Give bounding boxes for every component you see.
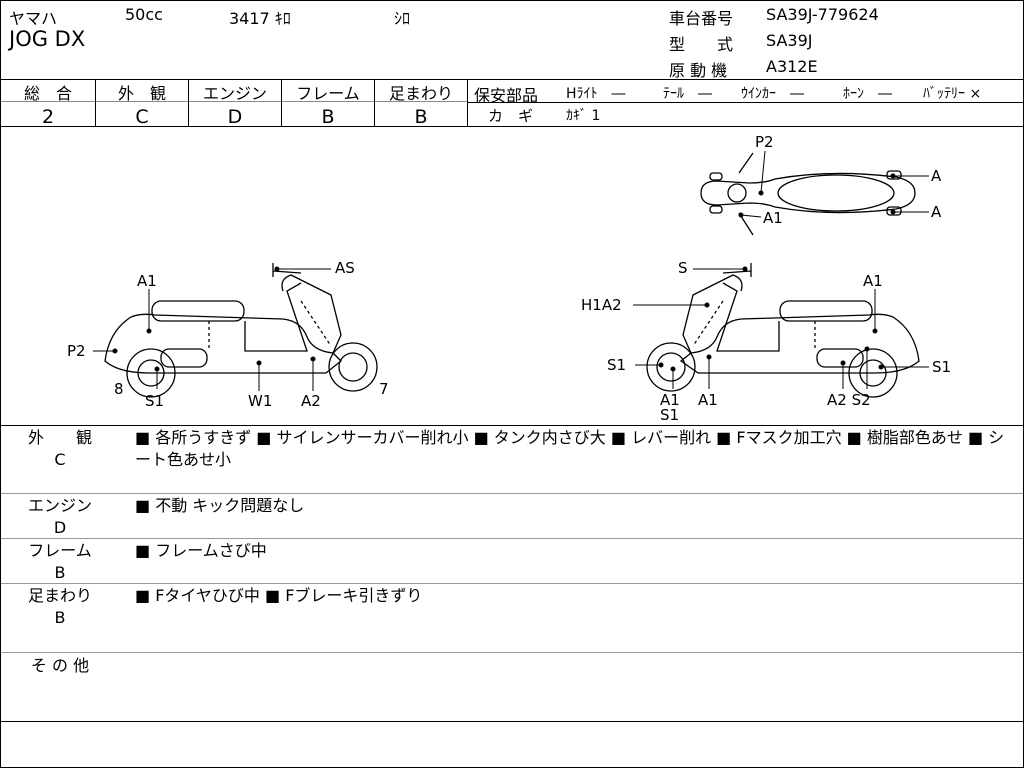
divider bbox=[1, 493, 1023, 494]
engine-code: A312E bbox=[766, 57, 818, 76]
diagram-label: S bbox=[678, 259, 688, 277]
rating-label: 外 観 bbox=[117, 84, 166, 103]
rating-label: エンジン bbox=[202, 84, 267, 103]
safety-winker: ｳｲﾝｶｰ ― bbox=[741, 86, 804, 102]
divider bbox=[1, 79, 1023, 80]
diagram-label: AS bbox=[335, 259, 355, 277]
safety-battery: ﾊﾞｯﾃﾘｰ × bbox=[923, 86, 982, 102]
model-label: 型 式 bbox=[669, 35, 734, 54]
rating-total: 総 合 2 bbox=[1, 80, 95, 128]
divider bbox=[1, 583, 1023, 584]
safety-headlight: Hﾗｲﾄ ― bbox=[566, 86, 626, 102]
remark-label: 足まわり bbox=[27, 586, 92, 605]
divider bbox=[281, 79, 282, 126]
divider bbox=[1, 652, 1023, 653]
remark-text: ■ 不動 キック問題なし bbox=[135, 496, 305, 515]
scooter-top-view bbox=[700, 152, 916, 236]
diagram-label: A2 bbox=[301, 392, 321, 410]
remark-grade: B bbox=[54, 563, 66, 582]
diagram-label: W1 bbox=[248, 392, 272, 410]
remark-exterior: 外 観 C ■ 各所うすきず ■ サイレンサーカバー削れ小 ■ タンク内さび大 … bbox=[1, 427, 1023, 493]
diagram-label: S1 bbox=[607, 356, 626, 374]
rating-label: フレーム bbox=[296, 84, 360, 103]
divider bbox=[467, 79, 468, 126]
rating-exterior: 外 観 C bbox=[96, 80, 188, 128]
remark-text: ■ Fタイヤひび中 ■ Fブレーキ引きずり bbox=[135, 586, 423, 605]
remark-grade: D bbox=[53, 518, 67, 537]
remark-engine: エンジン D ■ 不動 キック問題なし bbox=[1, 495, 1023, 537]
damage-diagram: P2 A A A1 A1 AS P2 8 S1 W1 A2 7 S A1 H1A… bbox=[67, 133, 951, 424]
diagram-label: A1 bbox=[698, 391, 718, 409]
diagram-label: A2 S2 bbox=[827, 391, 871, 409]
frame-no: SA39J-779624 bbox=[766, 5, 879, 24]
remark-grade: B bbox=[54, 608, 66, 627]
safety-taillight: ﾃｰﾙ ― bbox=[663, 86, 712, 102]
rating-value: B bbox=[321, 106, 335, 128]
remark-label: そ の 他 bbox=[30, 656, 90, 675]
diagram-label: A1 bbox=[763, 209, 783, 227]
scooter-right-view bbox=[646, 263, 920, 398]
remark-frame: フレーム B ■ フレームさび中 bbox=[1, 540, 1023, 582]
diagram-label: A1 bbox=[863, 272, 883, 290]
remark-suspension: 足まわり B ■ Fタイヤひび中 ■ Fブレーキ引きずり bbox=[1, 585, 1023, 651]
color: ｼﾛ bbox=[394, 9, 411, 28]
engine-label: 原 動 機 bbox=[669, 61, 728, 80]
rating-label: 総 合 bbox=[23, 84, 72, 103]
divider bbox=[1, 126, 1023, 127]
remark-label: エンジン bbox=[27, 496, 92, 515]
remark-text: ■ フレームさび中 bbox=[135, 541, 267, 560]
rating-label: 足まわり bbox=[388, 84, 453, 103]
mileage: 3417 ｷﾛ bbox=[229, 9, 291, 28]
diagram-label: S1 bbox=[932, 358, 951, 376]
model-code: SA39J bbox=[766, 31, 813, 50]
rating-suspension: 足まわり B bbox=[375, 80, 467, 128]
remark-label: 外 観 bbox=[27, 428, 92, 447]
rating-frame: フレーム B bbox=[282, 80, 374, 128]
key-label: カ ギ bbox=[488, 107, 534, 125]
diagram-label: A1 bbox=[137, 272, 157, 290]
diagram-label: A1 bbox=[660, 391, 680, 409]
key-value: ｶｷﾞ 1 bbox=[566, 108, 601, 124]
rating-engine: エンジン D bbox=[189, 80, 281, 128]
divider bbox=[1, 101, 468, 102]
maker: ヤマハ bbox=[9, 9, 58, 28]
rating-value: C bbox=[135, 106, 149, 128]
rating-value: B bbox=[414, 106, 428, 128]
remark-text: ■ 各所うすきず ■ サイレンサーカバー削れ小 ■ タンク内さび大 ■ レバー削… bbox=[135, 428, 1005, 469]
diagram-label: S1 bbox=[660, 406, 679, 424]
diagram-label: P2 bbox=[755, 133, 774, 151]
remark-other: そ の 他 bbox=[1, 655, 1023, 721]
diagram-label: 8 bbox=[114, 380, 124, 398]
divider bbox=[1, 425, 1023, 426]
scooter-left-view bbox=[104, 263, 378, 398]
divider bbox=[1, 538, 1023, 539]
frame-no-label: 車台番号 bbox=[669, 9, 734, 28]
safety-horn: ﾎｰﾝ ― bbox=[843, 86, 892, 102]
rating-value: D bbox=[227, 106, 243, 128]
diagram-label: P2 bbox=[67, 342, 86, 360]
safety-label: 保安部品 bbox=[474, 86, 539, 105]
diagram-label: H1A2 bbox=[581, 296, 622, 314]
divider bbox=[374, 79, 375, 126]
divider bbox=[468, 102, 1023, 103]
divider bbox=[1, 721, 1023, 722]
displacement: 50cc bbox=[125, 5, 163, 24]
diagram-label: 7 bbox=[379, 380, 389, 398]
divider bbox=[188, 79, 189, 126]
model-name: JOG DX bbox=[9, 27, 86, 51]
diagram-label: S1 bbox=[145, 392, 164, 410]
diagram-label: A bbox=[931, 203, 942, 221]
remark-label: フレーム bbox=[28, 541, 92, 560]
diagram-label: A bbox=[931, 167, 942, 185]
remark-grade: C bbox=[54, 450, 66, 469]
rating-value: 2 bbox=[41, 106, 55, 128]
divider bbox=[95, 79, 96, 126]
